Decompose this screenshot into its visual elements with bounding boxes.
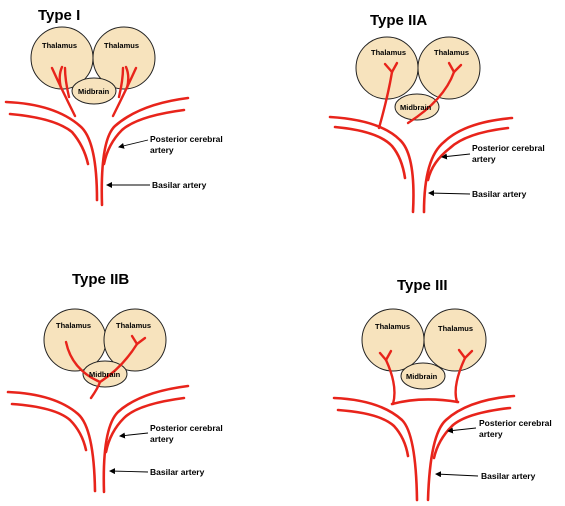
basilar-label: Basilar artery xyxy=(481,471,536,481)
thalamus-left-label: Thalamus xyxy=(56,321,91,330)
thalamus-right xyxy=(423,308,487,372)
panel-type-iia: Type IIA Posterior cerebral artery Basil… xyxy=(328,12,545,214)
thalamus-right-label: Thalamus xyxy=(116,321,151,330)
thalamus-right-label: Thalamus xyxy=(104,41,139,50)
thalamus-right-label: Thalamus xyxy=(434,48,469,57)
panel-type-iii: Type III Posterior cerebral artery Basil… xyxy=(332,277,552,502)
thalamus-right xyxy=(92,26,156,90)
basilar-pointer xyxy=(428,190,471,197)
thalamus-right xyxy=(417,36,481,100)
pca-pointer xyxy=(118,139,149,149)
posterior-communicating-arch xyxy=(390,398,460,406)
midbrain-label: Midbrain xyxy=(89,370,121,379)
arteries xyxy=(6,384,190,494)
basilar-label: Basilar artery xyxy=(472,189,527,199)
pca-label-line-2: artery xyxy=(150,145,174,155)
right-posterior-cerebral-artery xyxy=(100,96,190,207)
pca-pointer xyxy=(447,427,477,434)
panel-type-iib: Type IIB Posterior cerebral artery Basil… xyxy=(6,271,223,494)
perforating-branches xyxy=(377,61,463,130)
pca-pointer xyxy=(119,432,149,439)
basilar-label: Basilar artery xyxy=(152,180,207,190)
left-posterior-cerebral-artery xyxy=(328,115,415,214)
thalamus-right-label: Thalamus xyxy=(438,324,473,333)
perforating-branches xyxy=(50,65,138,118)
right-posterior-cerebral-artery xyxy=(102,384,190,494)
panel-title: Type IIA xyxy=(370,12,427,29)
panel-type-i: Type I Posterior cerebral artery Basilar… xyxy=(4,7,223,207)
pca-label: Posterior cerebral xyxy=(150,134,223,144)
perforating-branches xyxy=(64,334,147,400)
perforating-branches xyxy=(378,348,474,406)
thalamus-left-label: Thalamus xyxy=(42,41,77,50)
left-posterior-cerebral-artery xyxy=(332,396,419,502)
basilar-pointer xyxy=(109,468,149,475)
left-posterior-cerebral-artery xyxy=(6,390,97,493)
pca-label-line-2: artery xyxy=(150,434,174,444)
left-posterior-cerebral-artery xyxy=(4,100,99,202)
right-posterior-cerebral-artery xyxy=(426,394,516,502)
thalamus-left-label: Thalamus xyxy=(371,48,406,57)
pca-label-line-2: artery xyxy=(472,154,496,164)
panel-title: Type I xyxy=(38,7,80,24)
thalamus-left xyxy=(361,308,425,372)
midbrain-label: Midbrain xyxy=(400,103,432,112)
panel-title: Type IIB xyxy=(72,271,129,288)
pca-label-line-2: artery xyxy=(479,429,503,439)
midbrain xyxy=(71,77,117,105)
pca-label: Posterior cerebral xyxy=(472,143,545,153)
right-posterior-cerebral-artery xyxy=(422,116,514,214)
basilar-label: Basilar artery xyxy=(150,467,205,477)
arteries xyxy=(328,115,514,214)
thalamus-left-label: Thalamus xyxy=(375,322,410,331)
midbrain xyxy=(400,362,446,390)
arteries xyxy=(332,394,516,502)
panel-title: Type III xyxy=(397,277,448,294)
midbrain xyxy=(394,93,440,121)
basilar-pointer xyxy=(435,471,479,478)
midbrain-label: Midbrain xyxy=(78,87,110,96)
midbrain-label: Midbrain xyxy=(406,372,438,381)
pca-label: Posterior cerebral xyxy=(479,418,552,428)
pca-pointer xyxy=(441,153,471,160)
midbrain xyxy=(82,360,128,388)
pca-label: Posterior cerebral xyxy=(150,423,223,433)
arteries xyxy=(4,96,190,207)
